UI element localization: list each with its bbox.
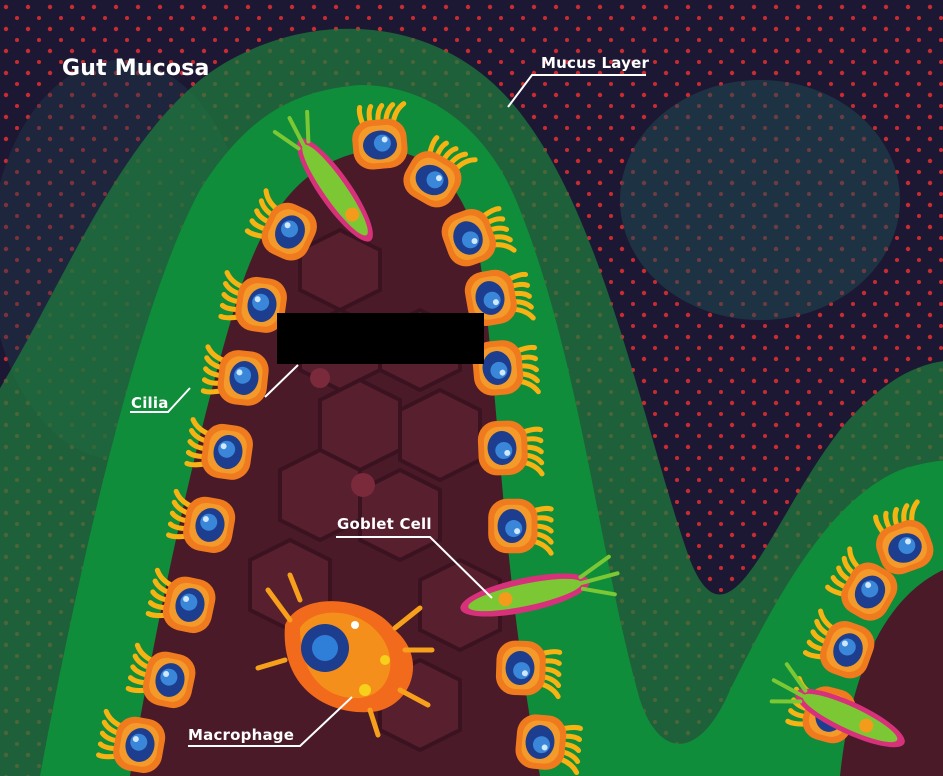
epithelial-cell <box>145 567 216 634</box>
epithelial-cell <box>200 344 269 406</box>
cilia <box>184 460 207 468</box>
cilia <box>873 514 886 536</box>
cilia <box>154 567 175 588</box>
cilia <box>95 752 119 760</box>
cilia <box>818 608 836 631</box>
goblet-cell <box>769 662 905 748</box>
epithelial-cell <box>825 546 898 621</box>
cilia <box>173 488 194 509</box>
redacted-leader <box>264 364 299 398</box>
epithelial-cell <box>873 499 934 575</box>
cilia <box>560 724 583 732</box>
cilia <box>480 206 502 219</box>
cilia <box>491 242 517 253</box>
epithelial-cell <box>464 269 536 326</box>
epithelial-cell <box>184 417 253 480</box>
epithelial-cell <box>125 642 196 709</box>
cilia <box>825 584 846 597</box>
cilia <box>200 388 223 395</box>
cilia <box>205 344 227 364</box>
epithelial-cell <box>472 340 541 396</box>
cilia <box>453 157 478 172</box>
core-spot <box>310 368 330 388</box>
epithelial-cell <box>441 206 517 267</box>
cilia <box>847 546 862 571</box>
core-spot <box>351 473 375 497</box>
epithelial-cell <box>802 608 875 679</box>
cilia <box>531 538 554 556</box>
mucus-layer-leader <box>507 74 646 108</box>
goblet-cell <box>272 109 373 242</box>
cilia <box>134 642 155 663</box>
cilia <box>125 685 148 694</box>
epithelial-cell <box>95 708 166 773</box>
cilia <box>517 378 541 395</box>
cilia <box>224 270 245 290</box>
cilia <box>103 708 124 729</box>
epithelial-cell <box>218 270 287 333</box>
goblet-cell <box>460 554 620 617</box>
cilia <box>218 313 241 321</box>
cilia <box>540 649 563 657</box>
cilia <box>511 306 536 321</box>
macrophage-leader <box>188 696 353 747</box>
label-macrophage: Macrophage <box>188 726 295 744</box>
epithelial-cells-right <box>441 206 583 776</box>
cilia <box>427 135 440 156</box>
cilia <box>539 681 561 700</box>
goblet-cell-leader <box>336 536 493 599</box>
bacteria-cloud <box>620 80 900 320</box>
epithelial-cell <box>165 488 236 553</box>
cilia <box>356 104 366 127</box>
cilia <box>165 532 189 540</box>
diagram-title: Gut Mucosa <box>62 56 210 81</box>
leader-lines <box>130 74 646 747</box>
cilia <box>531 505 554 514</box>
cilia-leader <box>130 387 191 413</box>
epithelial-cells-left <box>95 101 478 773</box>
cilia <box>190 417 211 437</box>
label-goblet-cell: Goblet Cell <box>337 515 432 533</box>
redaction-box <box>277 313 484 364</box>
cilia <box>785 718 808 727</box>
cilia <box>390 101 407 125</box>
cilia <box>263 188 279 212</box>
cilia <box>244 228 267 240</box>
cilia <box>145 610 168 619</box>
epithelial-cell <box>477 420 545 477</box>
cilia <box>558 756 580 776</box>
epithelial-cell <box>515 714 583 776</box>
cilia <box>521 426 544 435</box>
macrophage-cell <box>255 572 435 738</box>
cilia <box>522 459 545 477</box>
label-mucus-layer: Mucus Layer <box>541 54 650 72</box>
cilia <box>515 344 538 354</box>
label-cilia: Cilia <box>131 394 169 412</box>
cilia <box>506 271 529 282</box>
epithelial-cell <box>352 101 408 170</box>
epithelial-cell <box>488 498 554 556</box>
epithelial-cell <box>495 640 563 700</box>
cilia <box>909 499 920 525</box>
cilia <box>802 650 825 660</box>
epithelial-cell <box>244 188 317 261</box>
epithelial-cell <box>403 135 478 208</box>
